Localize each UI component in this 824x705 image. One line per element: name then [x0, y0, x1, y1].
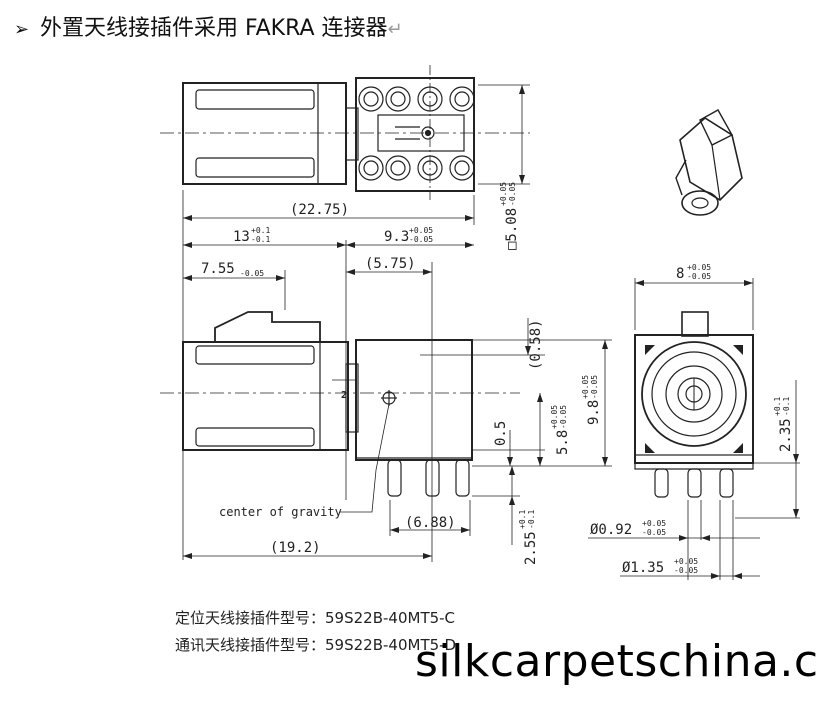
dim-front-width: 8 [676, 266, 684, 282]
center-of-gravity-label: center of gravity [219, 505, 342, 519]
dim-v58-tol-upper: +0.05 [550, 405, 559, 429]
dim-v255: 2.55 [523, 531, 539, 565]
dim-front-width-tol-lower: -0.05 [687, 272, 711, 281]
top-view [160, 65, 530, 200]
side-mark: 2 [341, 390, 347, 401]
return-mark-icon: ↵ [387, 19, 403, 40]
dim-v05: 0.5 [493, 421, 509, 446]
dim-dia-092-tol-upper: +0.05 [642, 519, 666, 528]
dim-left-part-tol-upper: +0.1 [251, 226, 270, 235]
dim-front-width-tol-upper: +0.05 [687, 263, 711, 272]
vertical-dimensions [183, 318, 612, 562]
watermark-text: silkcarpetschina.c [415, 636, 819, 687]
dim-v058: (0.58) [528, 319, 544, 370]
info-line-communication: 通讯天线接插件型号：59S22B-40MT5-D [175, 634, 456, 655]
dim-v98-tol-upper: +0.05 [581, 375, 590, 399]
info-line1-value: 59S22B-40MT5-C [325, 609, 456, 627]
dim-square: □5.08 [504, 208, 520, 250]
heading-text: 外置天线接插件采用 FAKRA 连接器 [40, 16, 388, 41]
dim-right-part-tol-upper: +0.05 [409, 226, 433, 235]
connector-3d-thumbnail [675, 109, 743, 216]
dim-v255-tol-lower: -0.1 [527, 510, 536, 529]
dim-right-part: 9.3 [384, 229, 409, 245]
dim-side-tol: -0.05 [240, 269, 264, 278]
dim-dia-092: Ø0.92 [590, 522, 632, 538]
dim-square-tol-lower: -0.05 [508, 182, 517, 206]
front-view [588, 278, 800, 580]
info-line2-value: 59S22B-40MT5-D [325, 636, 457, 654]
dim-v235-tol-upper: +0.1 [773, 397, 782, 416]
info-line-positioning: 定位天线接插件型号：59S22B-40MT5-C [175, 607, 455, 628]
dim-v235-tol-lower: -0.1 [782, 397, 791, 416]
bullet-arrow-icon: ➢ [14, 19, 30, 40]
dim-right-part-tol-lower: -0.05 [409, 235, 433, 244]
info-line1-label: 定位天线接插件型号： [175, 609, 326, 627]
dim-mid: (5.75) [365, 256, 416, 272]
dim-dia-135-tol-upper: +0.05 [674, 557, 698, 566]
dim-left-part: 13 [233, 229, 250, 245]
dim-overall-length: (22.75) [290, 202, 349, 218]
connector-drawing: (22.75) 13 +0.1 -0.1 9.3 +0.05 -0.05 7.5… [160, 65, 800, 580]
dim-v98-tol-lower: -0.05 [590, 375, 599, 399]
info-line2-label: 通讯天线接插件型号： [175, 636, 326, 654]
side-view [160, 311, 520, 513]
dim-dia-092-tol-lower: -0.05 [642, 528, 666, 537]
dim-pin-span: (6.88) [405, 515, 456, 531]
dim-dia-135-tol-lower: -0.05 [674, 566, 698, 575]
dim-v58: 5.8 [555, 430, 571, 455]
dim-square-tol-upper: +0.05 [499, 182, 508, 206]
dim-v58-tol-lower: -0.05 [559, 405, 568, 429]
dimension-labels: (22.75) 13 +0.1 -0.1 9.3 +0.05 -0.05 7.5… [201, 182, 794, 576]
dim-v235: 2.35 [778, 418, 794, 452]
dim-dia-135: Ø1.35 [622, 560, 664, 576]
dim-side: 7.55 [201, 261, 235, 277]
section-heading: ➢ 外置天线接插件采用 FAKRA 连接器↵ [14, 10, 403, 42]
dim-v98: 9.8 [586, 400, 602, 425]
dim-total-depth: (19.2) [270, 540, 321, 556]
dim-left-part-tol-lower: -0.1 [251, 235, 270, 244]
dim-v255-tol-upper: +0.1 [518, 510, 527, 529]
